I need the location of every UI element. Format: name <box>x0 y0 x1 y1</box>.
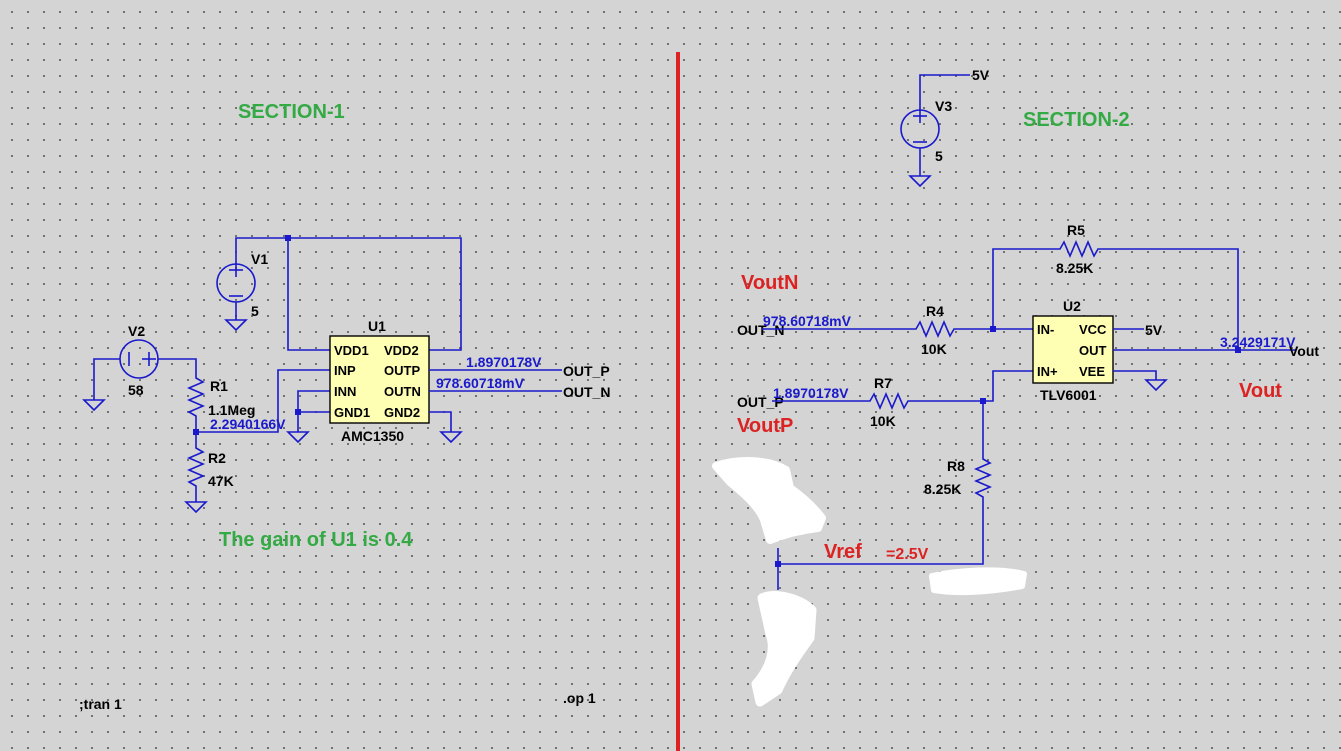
v1-value: 5 <box>251 303 259 319</box>
directive-tran: ;tran 1 <box>79 696 122 712</box>
u1-name: U1 <box>368 318 386 334</box>
r4-value: 10K <box>921 341 947 357</box>
redaction-scribble <box>712 457 1027 707</box>
r2-value: 47K <box>208 473 234 489</box>
r5-name: R5 <box>1067 222 1085 238</box>
v2-source[interactable] <box>119 339 159 379</box>
r7-name: R7 <box>874 375 892 391</box>
r4-name: R4 <box>926 303 944 319</box>
ground-r2 <box>184 501 208 514</box>
ground-gnd2 <box>439 431 463 444</box>
ground-u2 <box>1144 379 1168 392</box>
section-2-title: SECTION-2 <box>1023 109 1130 131</box>
ground-v3 <box>908 175 932 188</box>
junction <box>285 235 291 241</box>
net-out-n: OUT_N <box>563 384 610 400</box>
v3-value: 5 <box>935 148 943 164</box>
r2-name: R2 <box>208 450 226 466</box>
r5-value: 8.25K <box>1056 260 1093 276</box>
label-vref: Vref <box>824 541 862 563</box>
r7-value: 10K <box>870 413 896 429</box>
v2-name: V2 <box>128 323 145 339</box>
vout-voltage: 3.2429171V <box>1220 334 1296 350</box>
r1-value: 1.1Meg <box>208 402 255 418</box>
v3-name: V3 <box>935 98 952 114</box>
div-voltage: 2.2940166V <box>210 416 286 432</box>
outp-voltage: 1.8970178V <box>466 354 542 370</box>
u1-pin-outp: OUTP <box>384 363 420 378</box>
u2-part: TLV6001 <box>1040 387 1097 403</box>
label-vout: Vout <box>1239 380 1282 402</box>
v3-net-5v: 5V <box>972 67 990 83</box>
v2-value: 58 <box>128 382 144 398</box>
gain-note: The gain of U1 is 0.4 <box>219 529 413 551</box>
section-1-title: SECTION-1 <box>238 101 345 123</box>
u1-part: AMC1350 <box>341 428 404 444</box>
u2-pin-vcc: VCC <box>1079 322 1107 337</box>
u2-pin-vee: VEE <box>1079 364 1105 379</box>
ground-gnd1 <box>286 431 310 444</box>
r8-name: R8 <box>947 458 965 474</box>
label-vref-value: =2.5V <box>886 546 929 563</box>
net-vout: Vout <box>1289 343 1319 359</box>
v3-source[interactable] <box>900 109 940 149</box>
u2-pin-in-minus: IN- <box>1037 322 1054 337</box>
u1-pin-gnd1: GND1 <box>334 405 370 420</box>
label-voutn: VoutN <box>741 272 798 294</box>
wire-vdd1 <box>287 238 330 351</box>
v1-name: V1 <box>251 251 268 267</box>
u2-name: U2 <box>1063 298 1081 314</box>
r4-resistor[interactable] <box>912 319 958 339</box>
wire-v1-vdd2 <box>235 237 462 351</box>
net-out-p-2: OUT_P <box>737 394 784 410</box>
u1-pin-vdd2: VDD2 <box>384 343 419 358</box>
u1-pin-outn: OUTN <box>384 384 421 399</box>
r7-resistor[interactable] <box>866 391 912 411</box>
directive-op: .op 1 <box>563 690 596 706</box>
r1-resistor[interactable] <box>186 374 206 432</box>
u1-amc1350[interactable] <box>329 335 430 424</box>
outn-voltage: 978.60718mV <box>436 375 525 391</box>
r4-input-voltage: 978.60718mV <box>763 313 852 329</box>
net-out-n-2: OUT_N <box>737 322 784 338</box>
ground-v2 <box>82 399 106 412</box>
net-out-p: OUT_P <box>563 363 610 379</box>
u1-pin-inp: INP <box>334 363 356 378</box>
r8-resistor[interactable] <box>973 455 993 503</box>
u2-vcc-net: 5V <box>1145 322 1163 338</box>
r5-resistor[interactable] <box>1055 239 1103 259</box>
u2-pin-in-plus: IN+ <box>1037 364 1058 379</box>
r8-value: 8.25K <box>924 481 961 497</box>
u2-pin-out: OUT <box>1079 343 1107 358</box>
u1-pin-vdd1: VDD1 <box>334 343 369 358</box>
r2-resistor[interactable] <box>186 432 206 502</box>
ground-v1 <box>224 319 248 332</box>
v1-source[interactable] <box>216 263 256 303</box>
label-voutp: VoutP <box>737 415 793 437</box>
wire-inp <box>196 369 330 433</box>
u1-pin-inn: INN <box>334 384 356 399</box>
r7-input-voltage: 1.8970178V <box>773 385 849 401</box>
u1-pin-gnd2: GND2 <box>384 405 420 420</box>
r1-name: R1 <box>210 378 228 394</box>
